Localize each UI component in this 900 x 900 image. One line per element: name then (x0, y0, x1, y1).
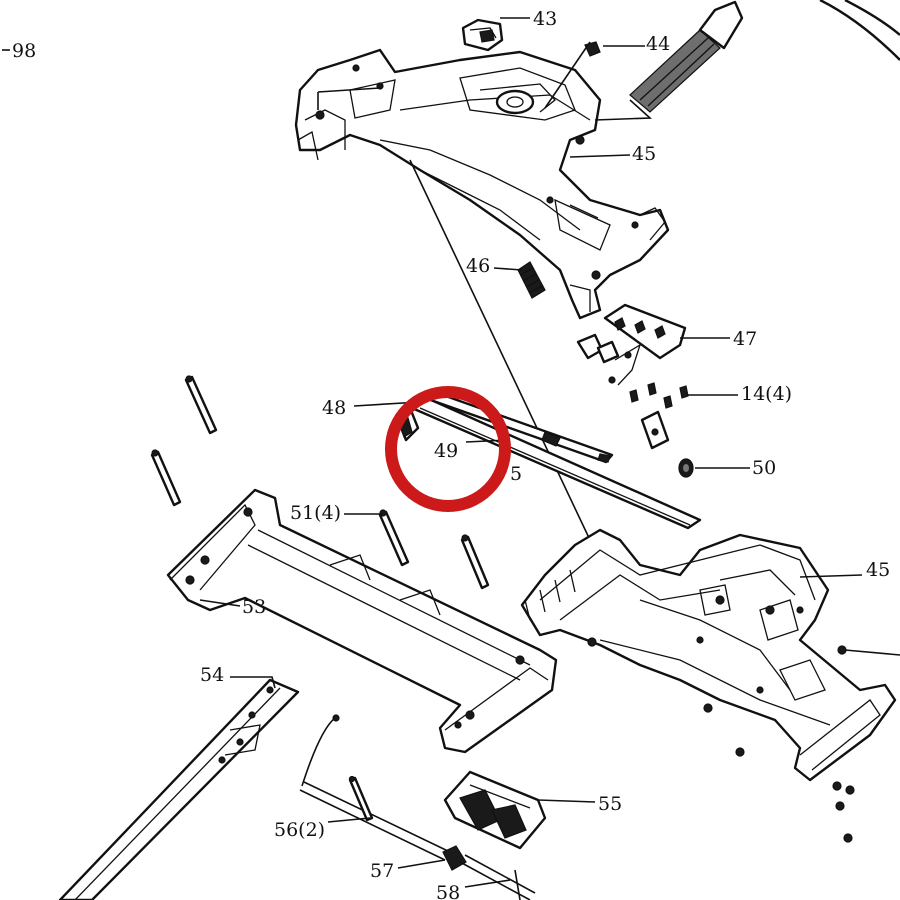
callout-48: 48 (322, 397, 346, 419)
part-46-spring (517, 261, 546, 299)
callout-5: 5 (510, 463, 522, 485)
callout-58: 58 (436, 882, 460, 900)
callout-46: 46 (466, 255, 490, 277)
part-50-nut (678, 458, 694, 478)
highlight-circle (385, 386, 511, 512)
loose-rods (150, 375, 490, 590)
part-57-spring (442, 845, 467, 871)
callout-50: 50 (752, 457, 776, 479)
part-55-block (443, 770, 547, 850)
part-47-switch-board (576, 303, 687, 386)
part-58-rod (459, 854, 536, 900)
callout-45-top: 45 (632, 143, 656, 165)
callout-56: 56(2) (274, 819, 325, 841)
callout-leaders (2, 17, 900, 888)
cable-line (409, 159, 591, 541)
callout-43: 43 (533, 8, 557, 30)
handlebar-curve (819, 0, 900, 61)
callout-57: 57 (370, 860, 394, 882)
part-56-rod (299, 714, 451, 861)
part-53-crossbeam (166, 488, 558, 754)
base-screws (587, 637, 855, 843)
callout-labels: 98 43 44 45 46 47 14(4) 48 49 5 50 51(4)… (12, 8, 890, 900)
callout-55: 55 (598, 793, 622, 815)
callout-47: 47 (733, 328, 757, 350)
callout-51: 51(4) (290, 502, 341, 524)
part-14-screws (629, 382, 689, 409)
part-54-rail (58, 678, 300, 900)
callout-44: 44 (646, 33, 670, 55)
upper-console-cover (294, 48, 670, 320)
part-45-base-housing (520, 528, 897, 782)
callout-54: 54 (200, 664, 224, 686)
callout-45-bottom: 45 (866, 559, 890, 581)
callout-14: 14(4) (741, 383, 792, 405)
callout-98: 98 (12, 40, 36, 62)
callout-49: 49 (434, 440, 458, 462)
part-44-handle-grip (584, 0, 744, 113)
callout-53: 53 (242, 596, 266, 618)
part-43-knob (461, 18, 504, 52)
